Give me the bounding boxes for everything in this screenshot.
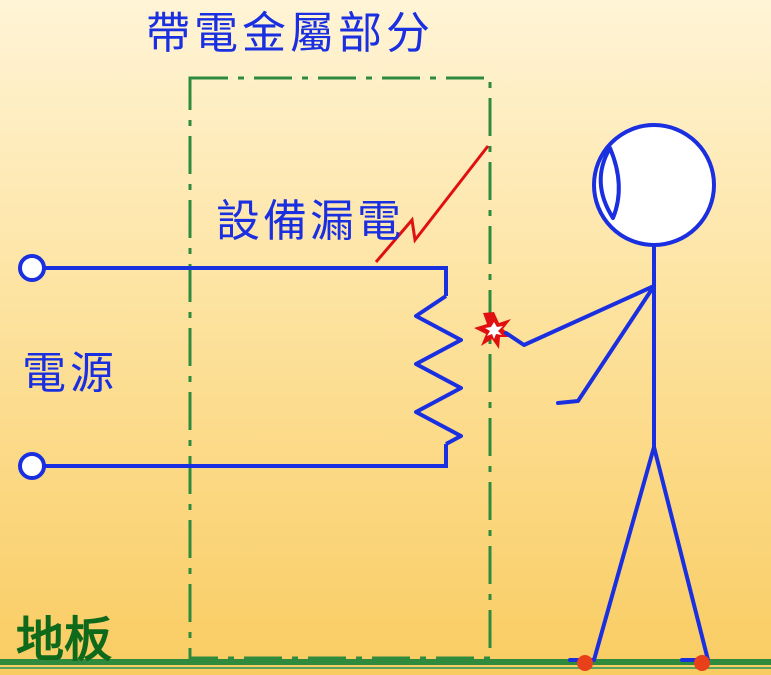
right-foot-contact (694, 655, 710, 671)
top-wire (45, 266, 448, 296)
metal-enclosure-boundary (188, 76, 492, 660)
terminal-circle-icon (18, 452, 46, 480)
bottom-wire (45, 444, 448, 468)
terminal-circle-icon (18, 254, 46, 282)
equipment-leakage-label: 設備漏電 (216, 196, 404, 247)
leakage-path (374, 145, 490, 263)
person-arm-lowered (556, 284, 656, 405)
spark-icon (474, 312, 513, 349)
person-left-leg (568, 445, 656, 662)
person-arm-touching (504, 284, 656, 347)
floor-label: 地板 (16, 612, 113, 668)
power-source-label: 電源 (22, 348, 118, 399)
stick-figure-icon (504, 123, 716, 662)
resistor-icon (414, 294, 463, 446)
circuit-wires (45, 266, 448, 468)
person-right-leg (652, 445, 710, 662)
charged-metal-part-label: 帶電金屬部分 (146, 8, 434, 59)
left-foot-contact (577, 655, 593, 671)
person-face (598, 146, 621, 220)
